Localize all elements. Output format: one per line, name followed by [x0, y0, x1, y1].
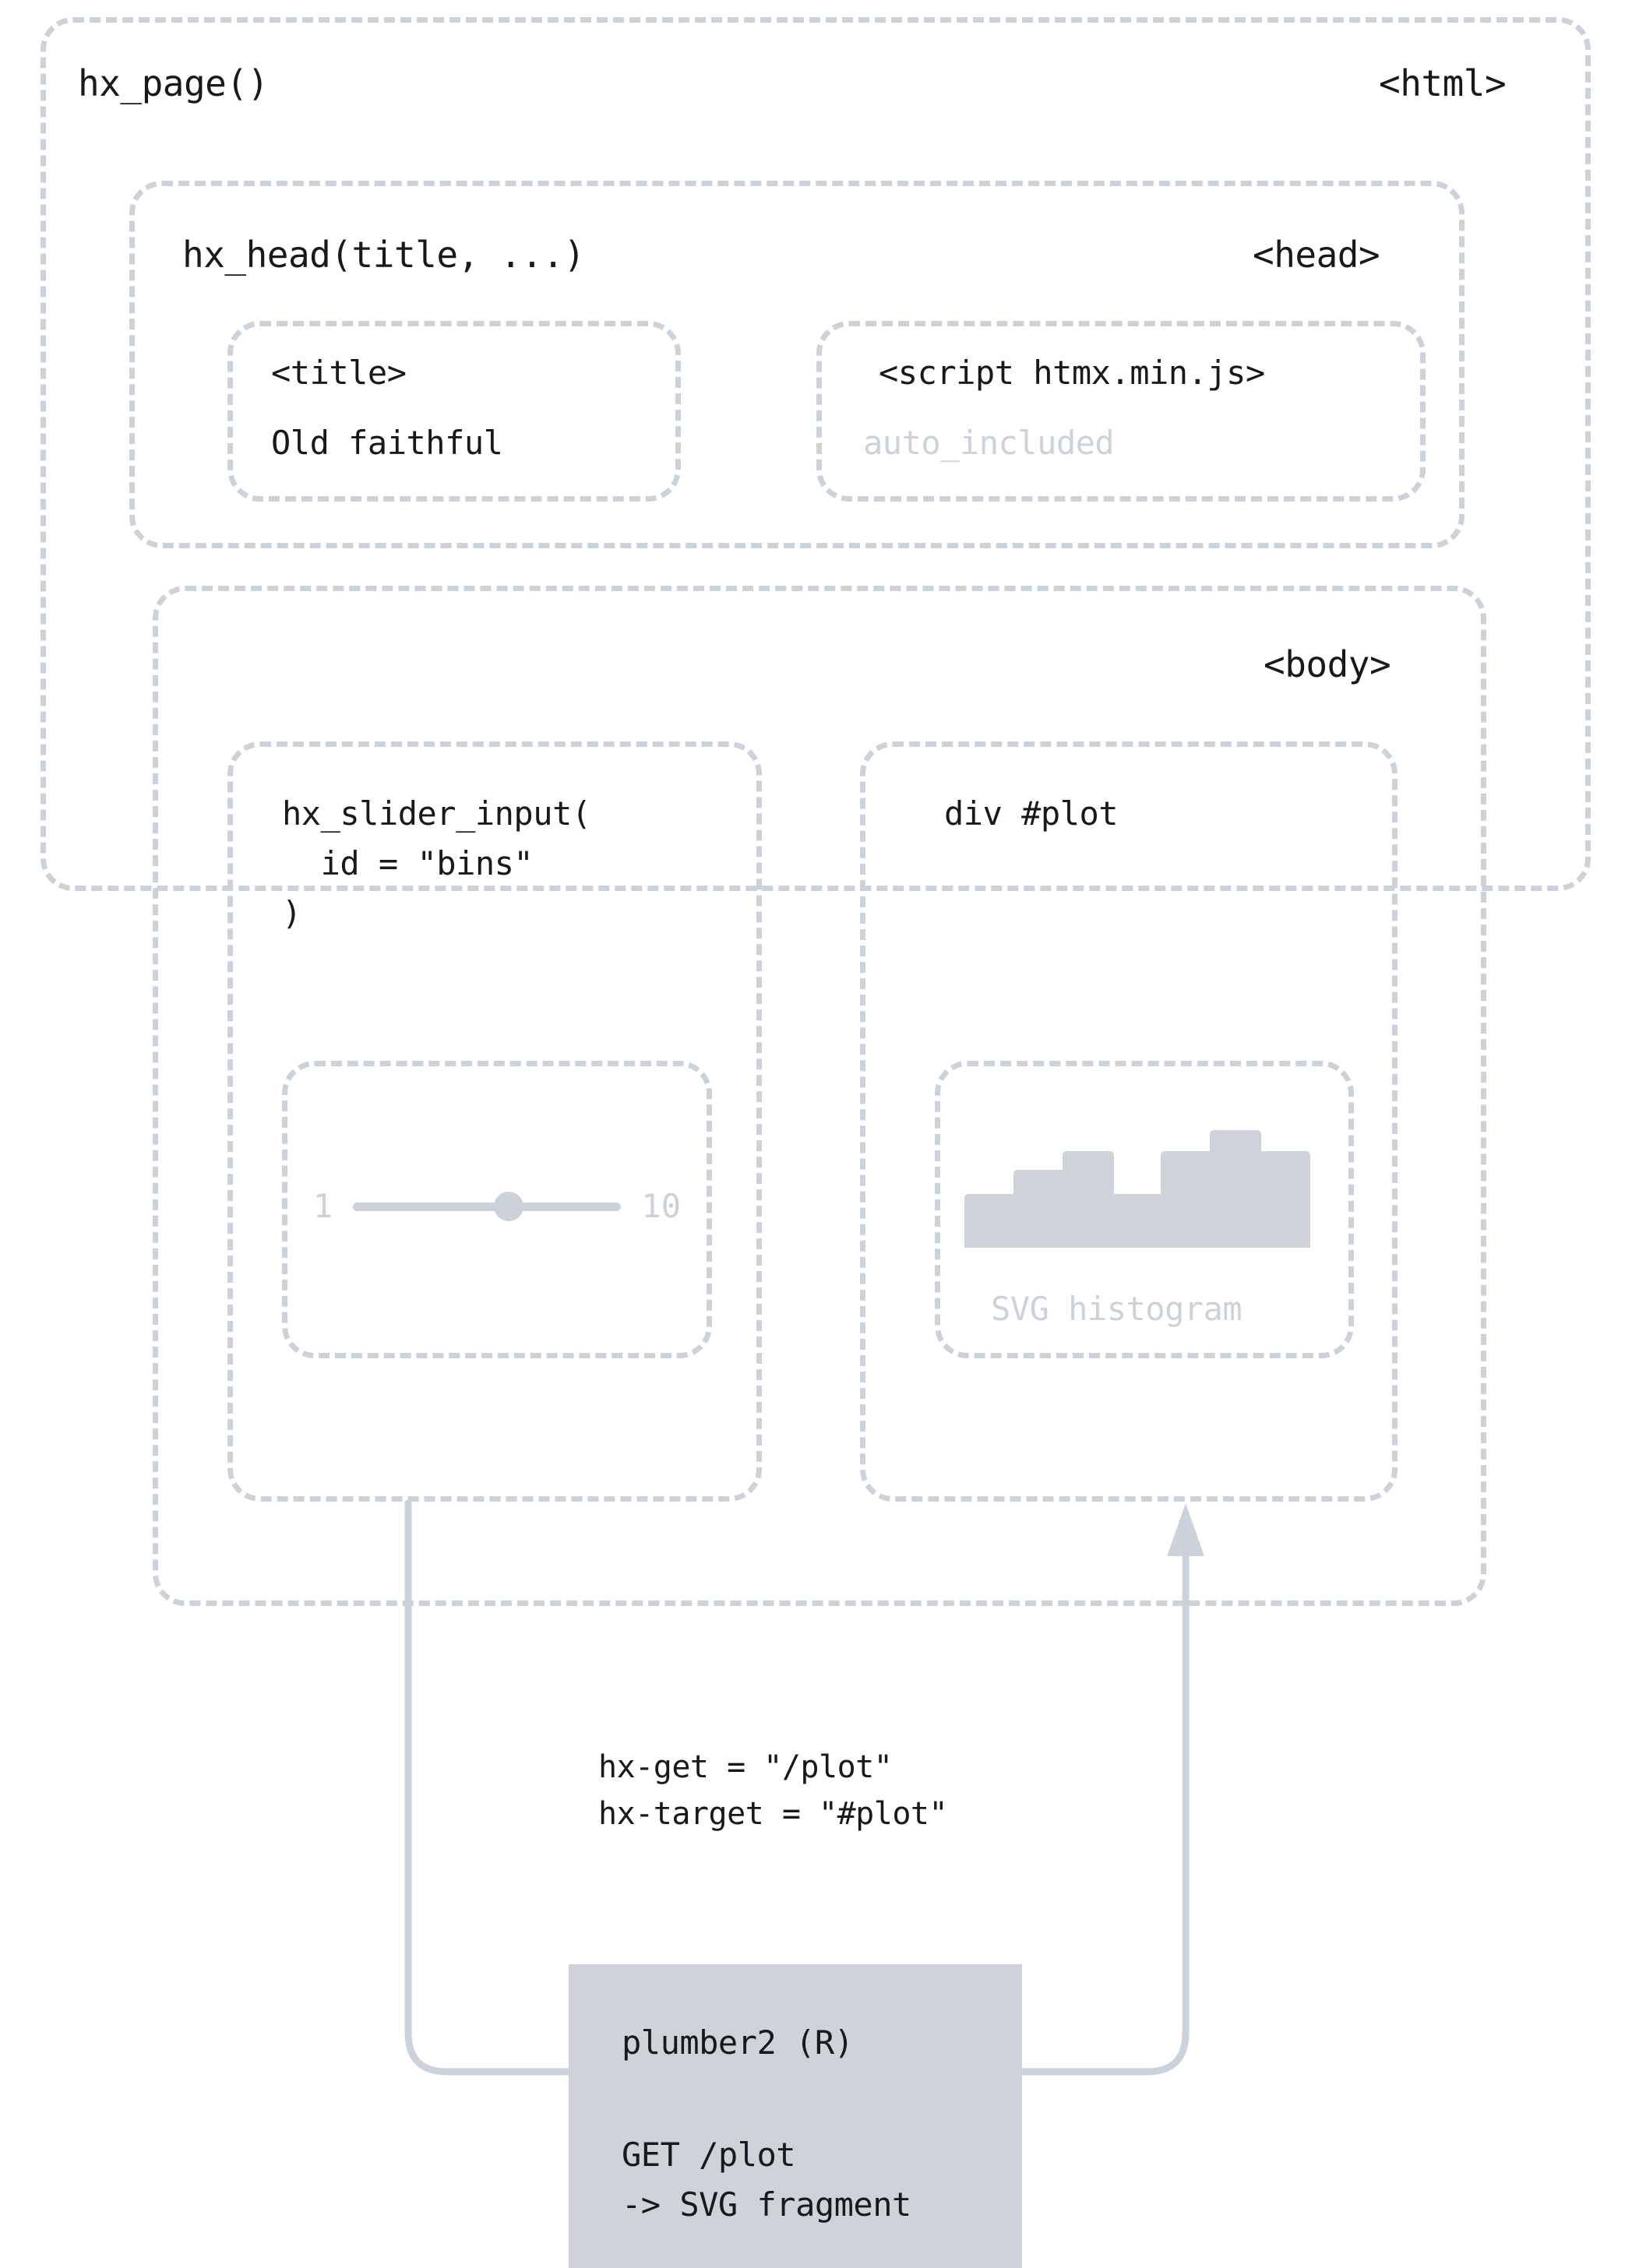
hist-bar-1 — [964, 1194, 1016, 1248]
plot-div-label: div #plot — [944, 794, 1119, 833]
hist-bar-7 — [1259, 1151, 1310, 1248]
hist-bar-6 — [1210, 1129, 1261, 1248]
slider-track[interactable] — [353, 1192, 622, 1221]
plumber-response-label: -> SVG fragment — [622, 2185, 911, 2224]
hx-head-label: hx_head(title, ...) — [182, 234, 585, 276]
hist-bar-4 — [1112, 1194, 1163, 1248]
body-tag-label: <body> — [1264, 643, 1391, 685]
plot-div-box — [860, 741, 1398, 1502]
script-box — [816, 321, 1426, 502]
hx-get-annotation: hx-get = "/plot" — [598, 1749, 893, 1785]
script-tag-label: <script htmx.min.js> — [879, 354, 1265, 392]
head-box — [129, 181, 1465, 548]
hist-bar-5 — [1161, 1151, 1212, 1248]
body-box — [153, 586, 1486, 1606]
hist-bar-3 — [1063, 1151, 1114, 1248]
title-tag-label: <title> — [271, 354, 407, 392]
histogram-frame — [935, 1061, 1354, 1358]
title-value-label: Old faithful — [271, 424, 503, 462]
plumber-server-box — [569, 1964, 1022, 2268]
plumber-title-label: plumber2 (R) — [622, 2023, 854, 2062]
script-note-label: auto_included — [863, 424, 1115, 462]
slider-control[interactable]: 1 10 — [313, 1190, 681, 1223]
title-box — [227, 321, 681, 502]
html-page-box — [41, 17, 1591, 891]
slider-min-label: 1 — [313, 1187, 333, 1225]
plumber-get-label: GET /plot — [622, 2136, 796, 2174]
hist-bar-2 — [1013, 1170, 1065, 1248]
slider-input-label-line3: ) — [282, 894, 301, 932]
slider-thumb[interactable] — [493, 1192, 523, 1221]
head-tag-label: <head> — [1253, 234, 1380, 276]
slider-widget-frame — [282, 1061, 712, 1358]
slider-input-label-line1: hx_slider_input( — [282, 794, 591, 833]
histogram-caption: SVG histogram — [991, 1290, 1243, 1328]
histogram-bars — [964, 1114, 1324, 1248]
slider-max-label: 10 — [641, 1187, 681, 1225]
slider-input-label-line2: id = "bins" — [282, 844, 534, 882]
hx-page-label: hx_page() — [78, 62, 269, 104]
hx-target-annotation: hx-target = "#plot" — [598, 1796, 948, 1832]
html-tag-label: <html> — [1379, 62, 1507, 104]
slider-input-box — [227, 741, 762, 1502]
